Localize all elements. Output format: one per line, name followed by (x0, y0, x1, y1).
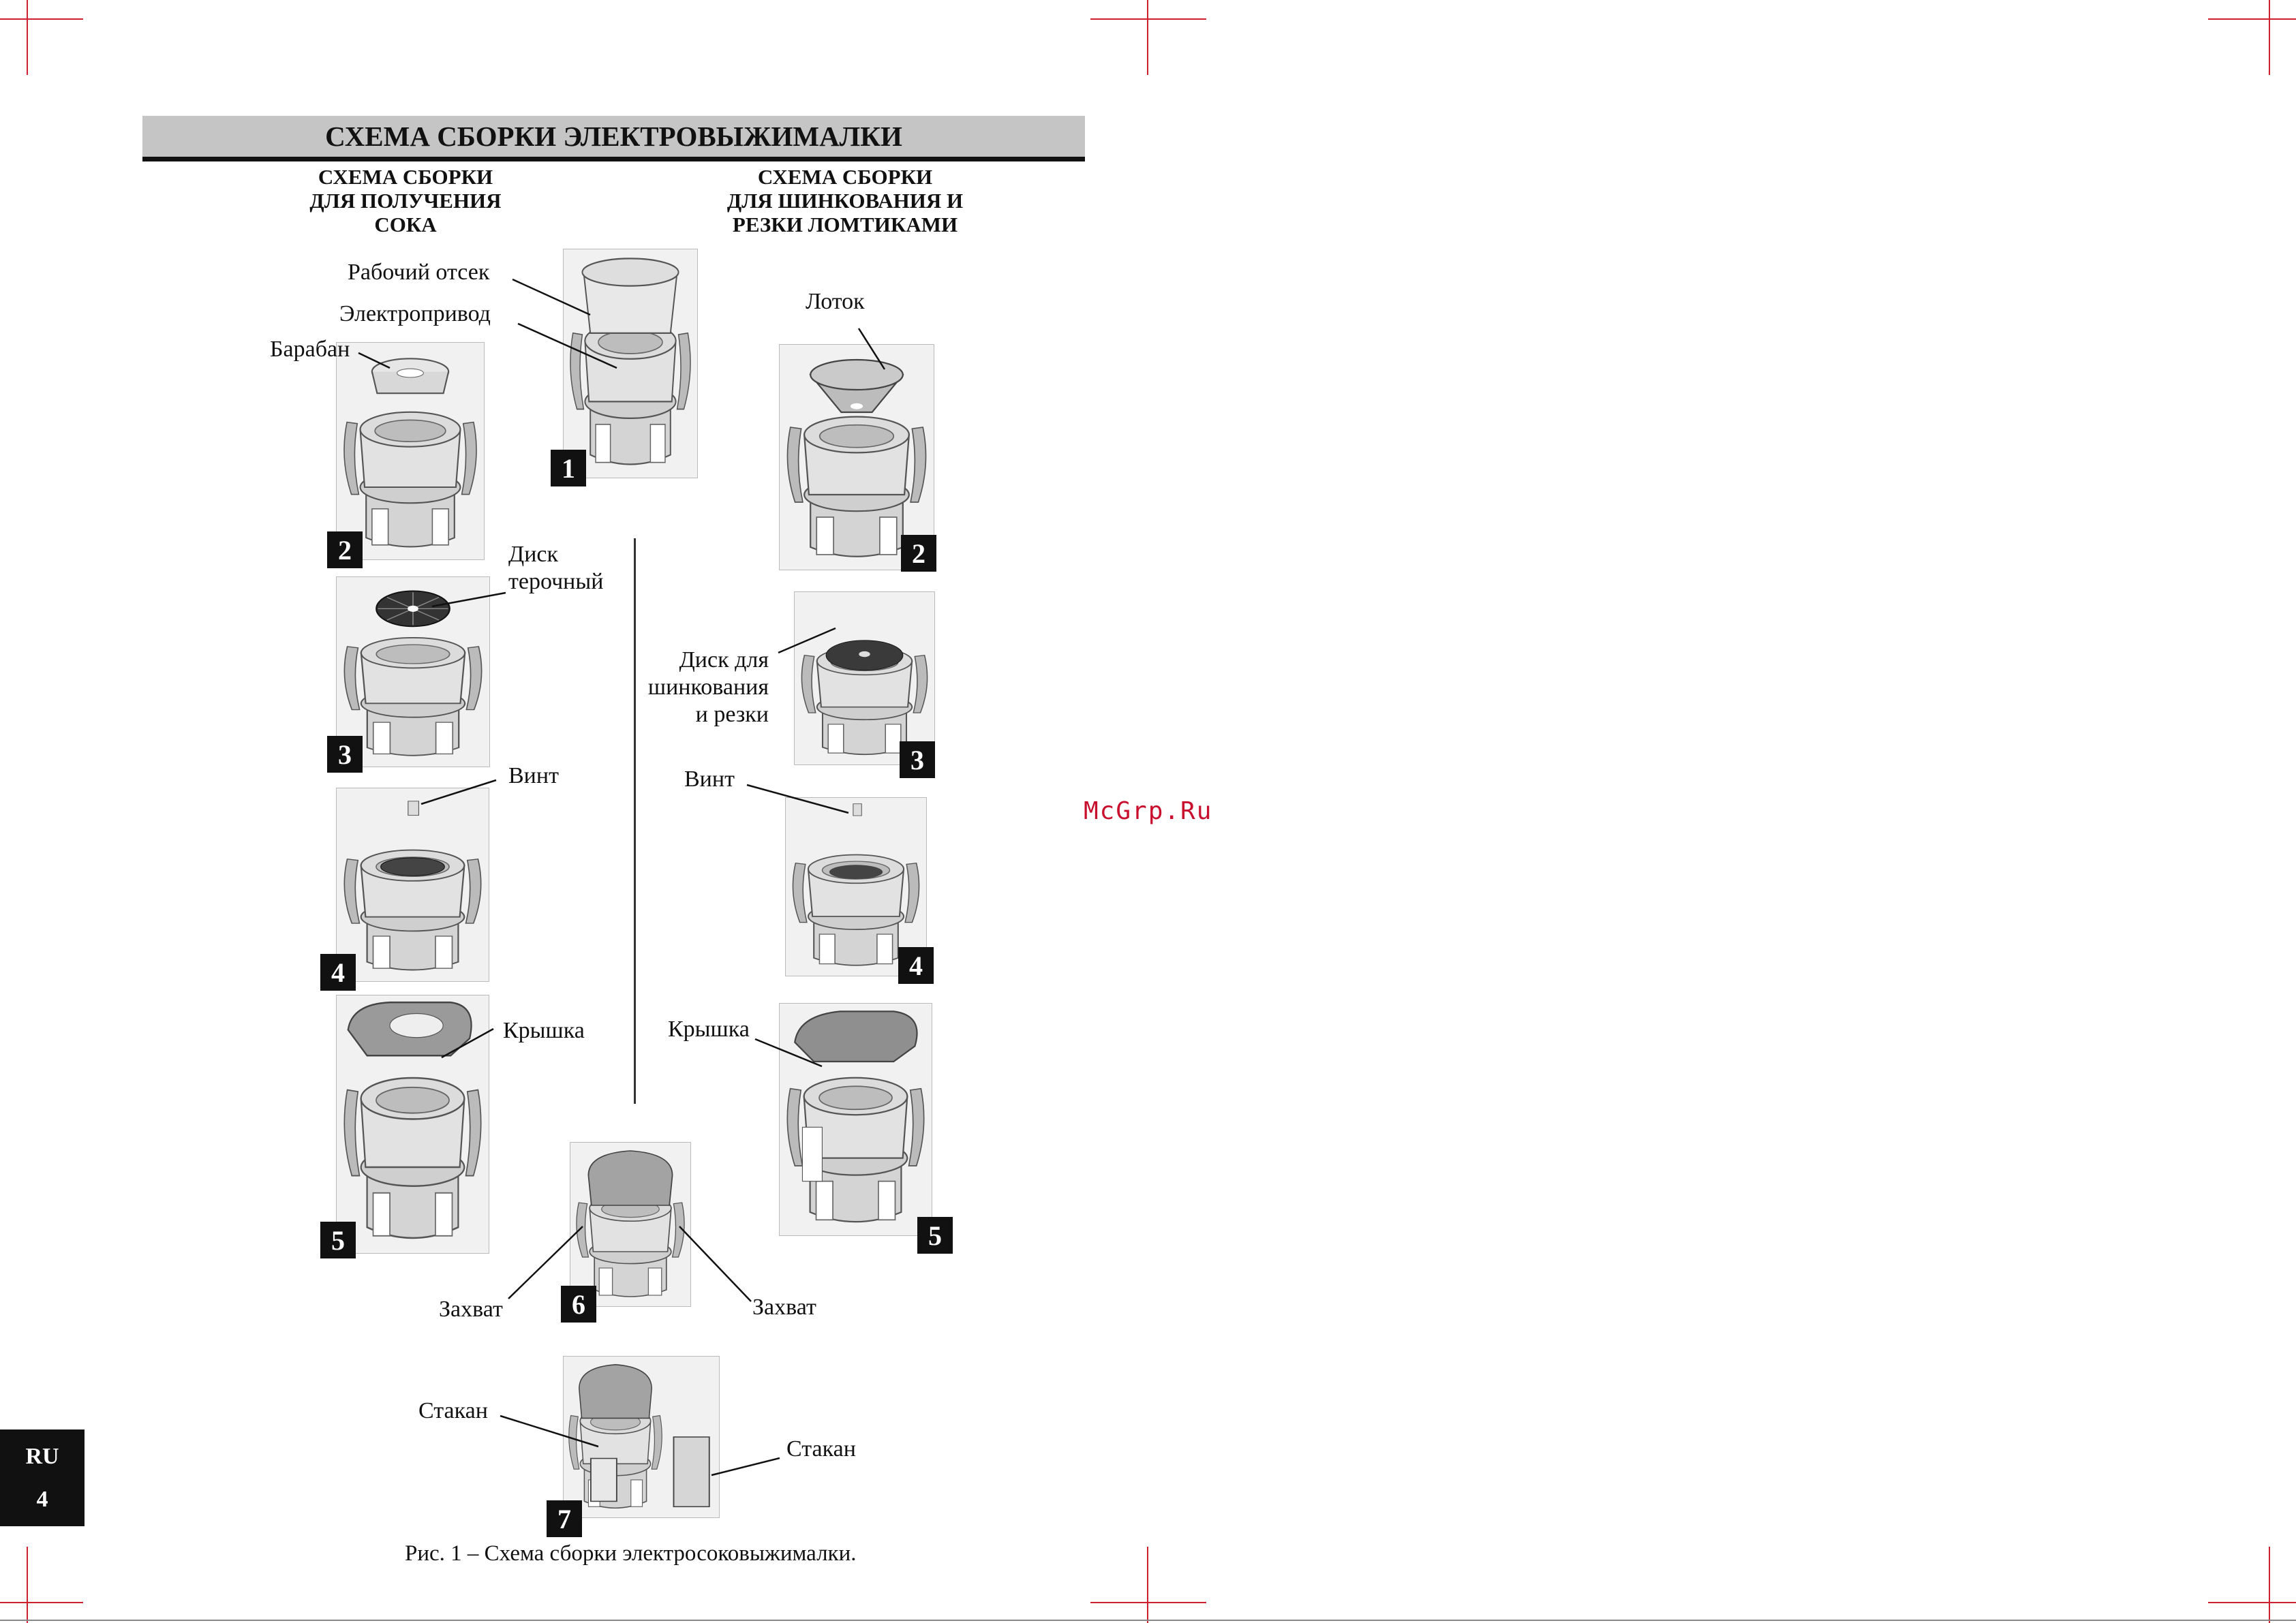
language-code: RU (25, 1443, 59, 1469)
right-column-title: СХЕМА СБОРКИ ДЛЯ ШИНКОВАНИЯ И РЕЗКИ ЛОМТ… (726, 165, 964, 236)
label-lid-right: Крышка (668, 1017, 750, 1042)
right-step-4-image (785, 797, 927, 976)
left-step-3-image (336, 576, 490, 767)
label-cup-right: Стакан (786, 1436, 856, 1462)
step-7-image (563, 1356, 720, 1518)
step-1-image (563, 249, 698, 478)
figure-caption: Рис. 1 – Схема сборки электросоковыжимал… (405, 1541, 857, 1566)
right-step-3-badge: 3 (900, 741, 935, 778)
left-step-5-image (336, 995, 489, 1254)
right-step-5-badge: 5 (917, 1217, 953, 1254)
right-step-2-image (779, 344, 934, 570)
right-step-3-image (794, 591, 935, 765)
step-1-badge: 1 (551, 450, 586, 486)
label-motor: Электропривод (339, 301, 491, 326)
left-step-4-badge: 4 (320, 954, 356, 991)
right-step-4-badge: 4 (898, 947, 934, 984)
right-step-2-badge: 2 (901, 535, 936, 572)
left-step-5-badge: 5 (320, 1222, 356, 1258)
watermark[interactable]: McGrp.Ru (1084, 797, 1213, 825)
language-page-tab: RU 4 (0, 1429, 85, 1526)
page-number: 4 (36, 1486, 48, 1512)
label-screw-right: Винт (684, 767, 735, 792)
page-title: СХЕМА СБОРКИ ЭЛЕКТРОВЫЖИМАЛКИ (142, 116, 1085, 161)
label-work-chamber: Рабочий отсек (348, 260, 490, 285)
label-screw-left: Винт (508, 763, 559, 788)
label-slicing-disc: Диск для шинкования и резки (647, 647, 769, 727)
label-grating-disc: Диск терочный (508, 542, 604, 594)
column-divider (634, 538, 636, 1104)
label-drum: Барабан (270, 337, 350, 362)
left-step-2-badge: 2 (327, 531, 363, 568)
left-step-2-image (336, 342, 485, 560)
label-clamp-left: Захват (439, 1297, 503, 1322)
left-column-title: СХЕМА СБОРКИ ДЛЯ ПОЛУЧЕНИЯ СОКА (309, 165, 502, 236)
step-6-badge: 6 (561, 1286, 596, 1323)
step-7-badge: 7 (547, 1500, 582, 1537)
left-step-4-image (336, 788, 489, 982)
step-6-image (570, 1142, 691, 1307)
right-step-5-image (779, 1003, 932, 1236)
label-clamp-right: Захват (752, 1295, 816, 1320)
label-tray: Лоток (806, 289, 865, 314)
left-step-3-badge: 3 (327, 736, 363, 773)
label-cup-left: Стакан (418, 1398, 488, 1423)
label-lid-left: Крышка (503, 1018, 585, 1043)
